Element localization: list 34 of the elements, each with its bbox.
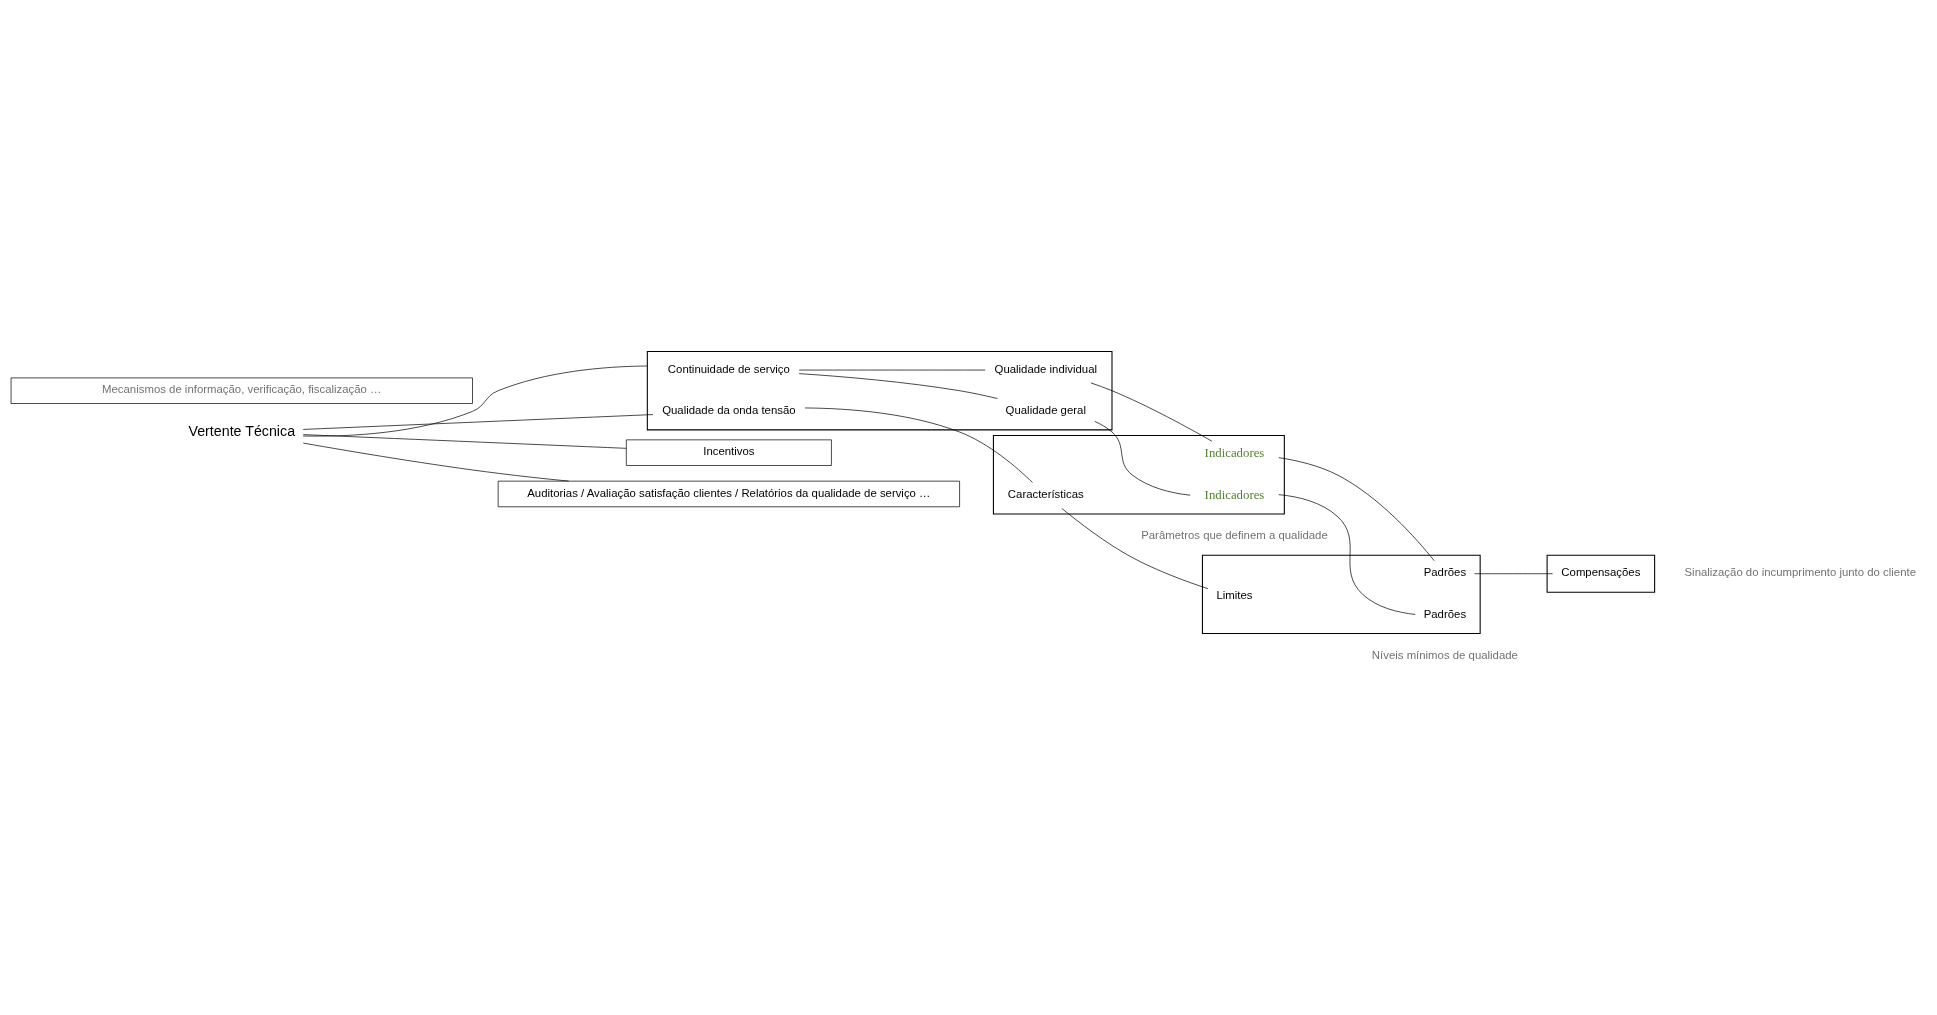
node-text: Qualidade individual — [994, 362, 1097, 375]
node-box: Incentivos — [625, 439, 832, 466]
connector — [1061, 508, 1209, 590]
cluster — [646, 351, 1113, 431]
node-label: Sinalização do incumprimento junto do cliente — [1684, 566, 1916, 579]
node-text: Características — [1007, 488, 1084, 501]
cluster — [1546, 554, 1656, 593]
connector — [1474, 573, 1553, 575]
node-text: Indicadores — [1204, 487, 1265, 502]
cluster — [992, 435, 1285, 515]
node-text: Qualidade geral — [1005, 404, 1086, 417]
connector — [798, 373, 998, 399]
node-text: Padrões — [1423, 566, 1467, 579]
node-box: Auditorias / Avaliação satisfação clientes / Relatórios da qualidade de serviço … — [497, 480, 960, 508]
connector — [302, 414, 654, 430]
connector — [1278, 457, 1435, 562]
connector — [804, 407, 1033, 483]
node-text: Continuidade de serviço — [667, 362, 790, 375]
node-text: Limites — [1216, 589, 1253, 602]
connector — [1090, 382, 1213, 442]
node-text: Indicadores — [1204, 446, 1265, 461]
node-text: Vertente Técnica — [188, 422, 296, 439]
cluster — [1201, 554, 1481, 635]
node-text: Qualidade da onda tensão — [662, 404, 796, 417]
node-text: Padrões — [1423, 607, 1467, 620]
connector — [1094, 421, 1191, 496]
node-text: Compensações — [1561, 566, 1641, 579]
connector — [1278, 494, 1416, 615]
node-label: Níveis mínimos de qualidade — [1371, 649, 1518, 662]
connector — [302, 365, 648, 437]
connector — [302, 434, 627, 449]
node-label: Parâmetros que definem a qualidade — [1141, 529, 1328, 542]
connector — [302, 442, 570, 482]
node-box: Mecanismos de informação, verificação, fiscalização … — [10, 377, 473, 404]
